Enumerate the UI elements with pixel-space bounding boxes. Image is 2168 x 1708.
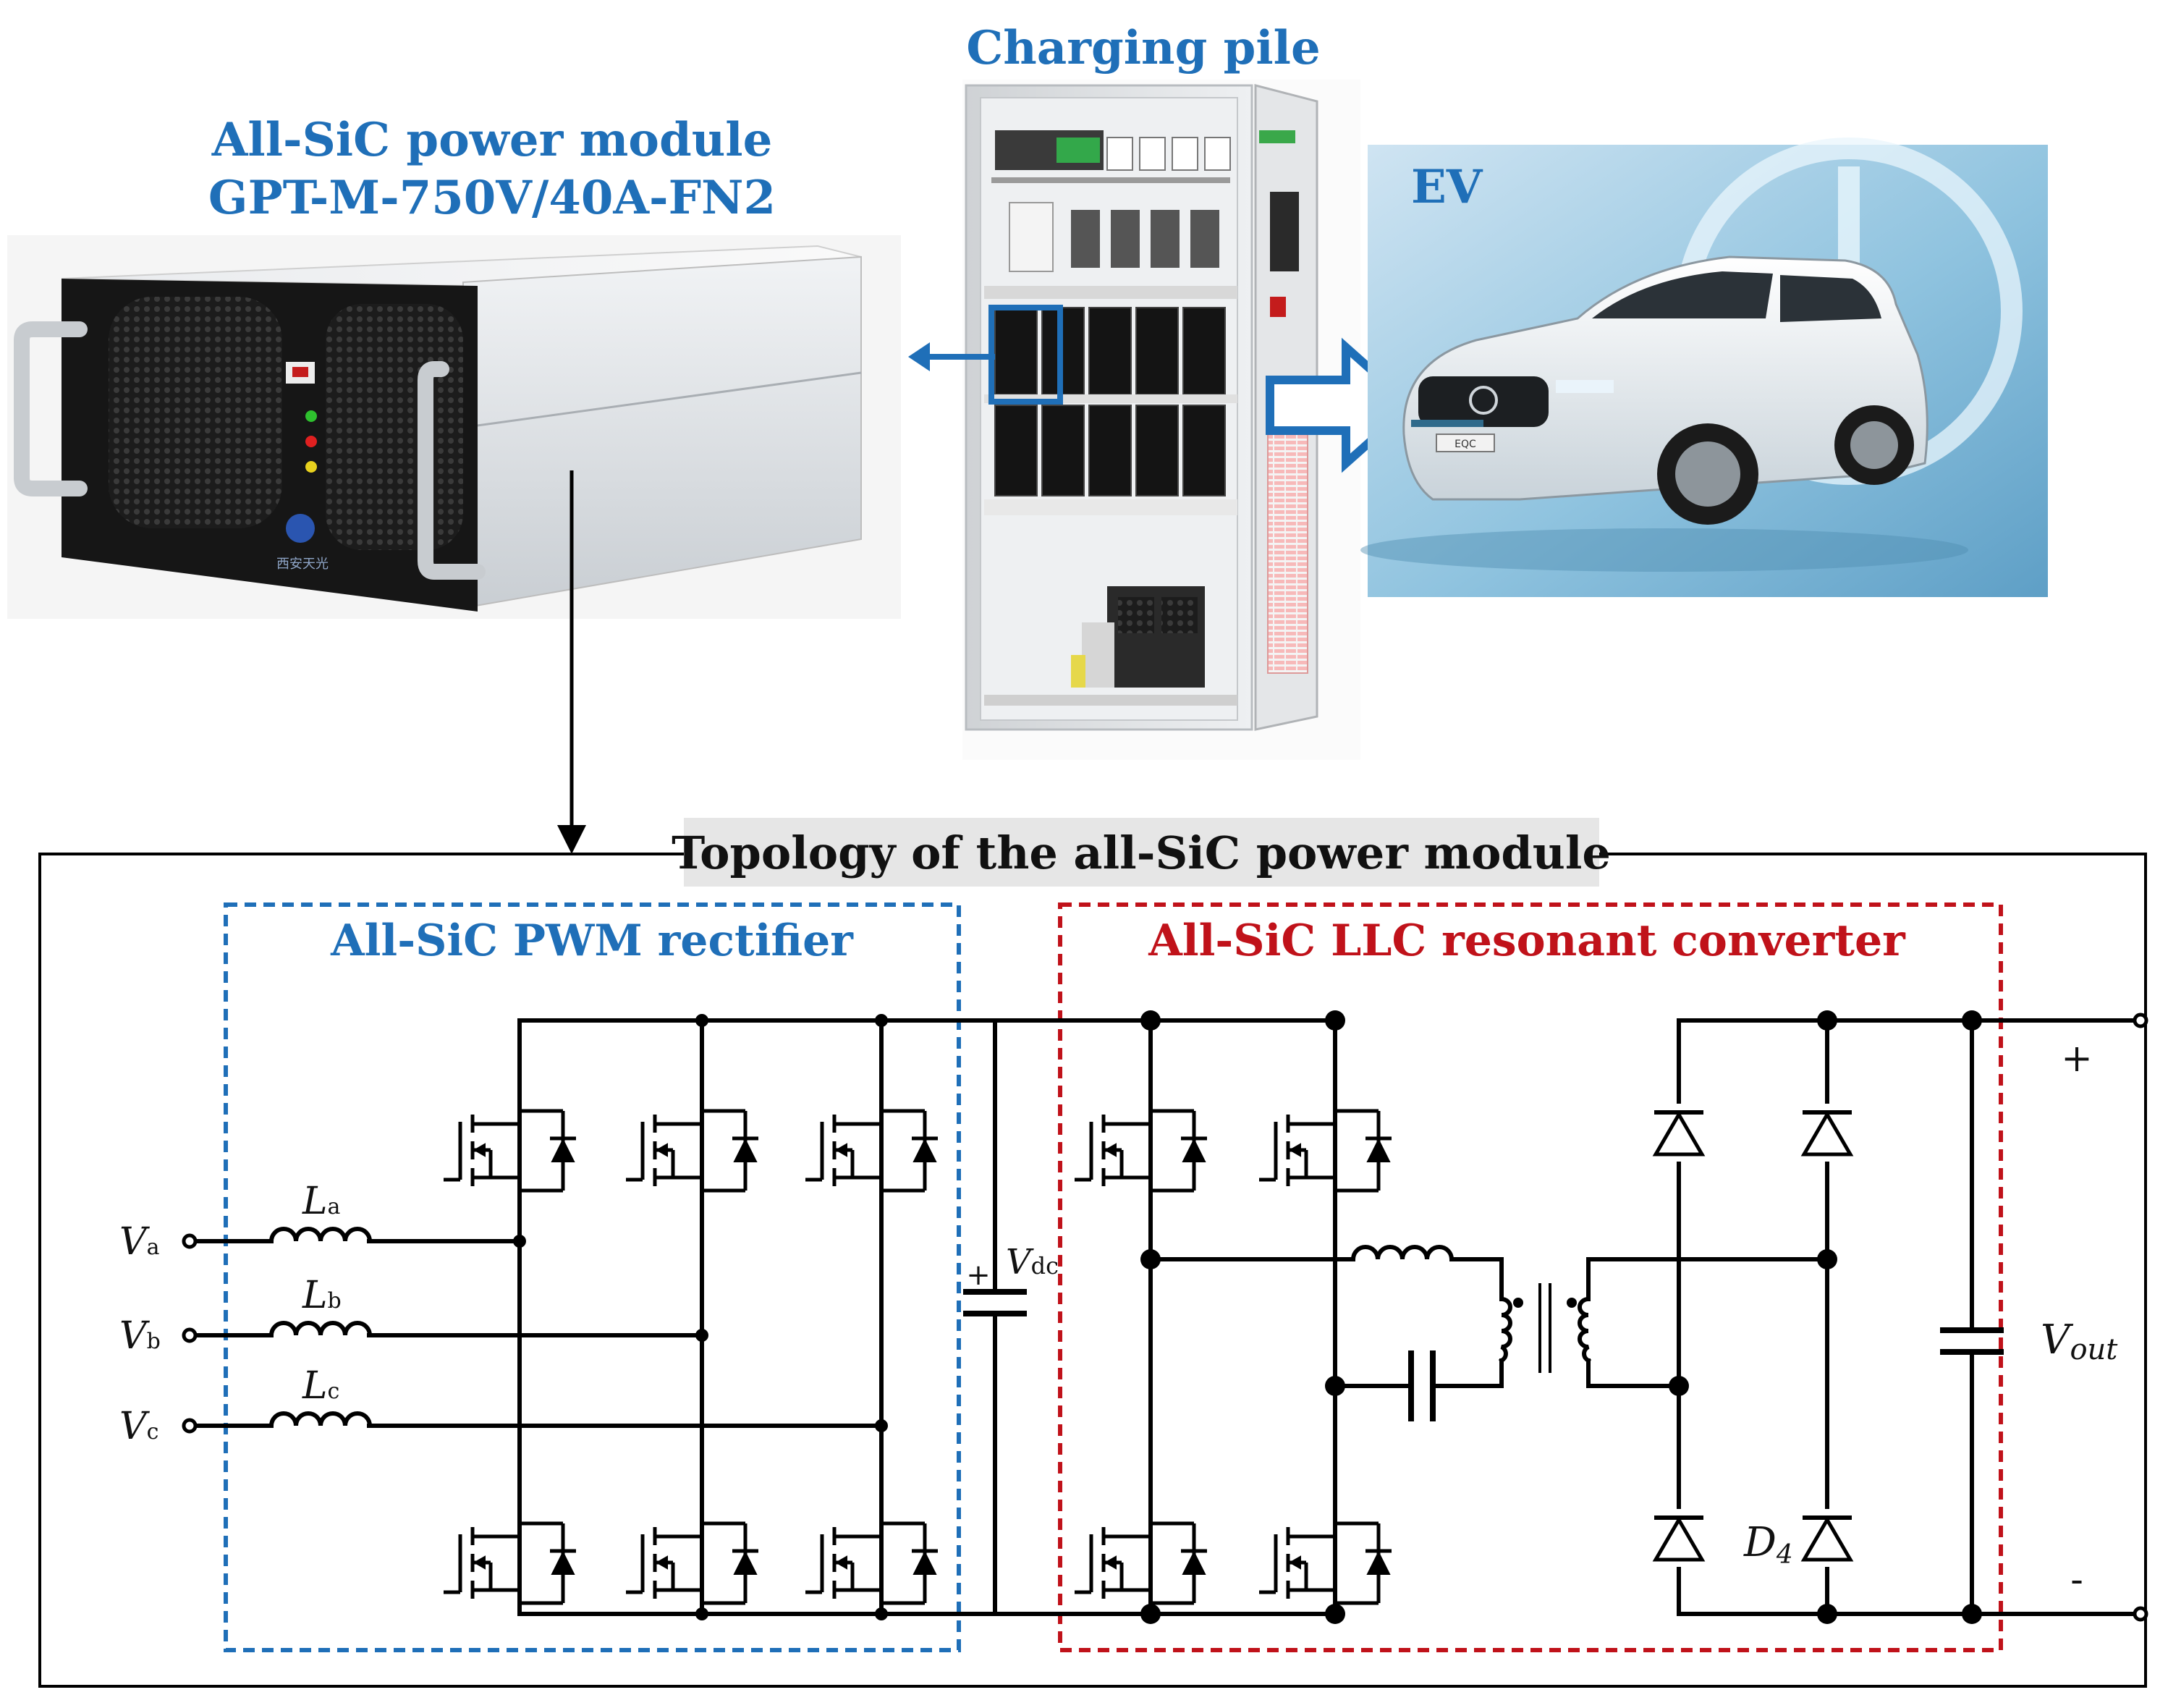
mosfet-rect-upper-3 bbox=[805, 1109, 938, 1193]
output-minus: - bbox=[2070, 1558, 2083, 1602]
fan-grille-right bbox=[326, 304, 463, 550]
ev-label: EV bbox=[1411, 160, 1483, 214]
ev-image: EQC bbox=[1360, 138, 2048, 597]
diode-d3 bbox=[1652, 1509, 1706, 1567]
module-logo-icon bbox=[286, 514, 315, 543]
output-plus: + bbox=[2061, 1037, 2093, 1081]
mosfet-llc-upper-1 bbox=[1075, 1109, 1207, 1193]
diode-d2 bbox=[1800, 1104, 1854, 1162]
rectifier-label: All-SiC PWM rectifier bbox=[330, 916, 854, 966]
module-handle-right bbox=[418, 361, 486, 580]
car-plate-text: EQC bbox=[1454, 439, 1476, 450]
llc-label: All-SiC LLC resonant converter bbox=[1148, 916, 1906, 966]
module-title-line2: GPT-M-750V/40A-FN2 bbox=[208, 171, 776, 225]
mosfet-rect-upper-2 bbox=[626, 1109, 758, 1193]
led-green bbox=[305, 410, 317, 422]
vout-label: Vout bbox=[2041, 1316, 2118, 1366]
inductor-label-2: Lb bbox=[302, 1274, 342, 1317]
fan-grille-left bbox=[109, 297, 282, 528]
llc-group-box bbox=[1058, 902, 2003, 1652]
module-handle-left bbox=[14, 321, 88, 496]
topology-title: Topology of the all-SiC power module bbox=[672, 826, 1611, 879]
mosfet-rect-lower-1 bbox=[444, 1521, 576, 1605]
mosfet-llc-lower-2 bbox=[1259, 1521, 1392, 1605]
inductor-la bbox=[268, 1227, 373, 1244]
module-to-topology-arrowhead bbox=[557, 825, 586, 854]
terminals bbox=[182, 1012, 2148, 1622]
rectifier-group-box bbox=[224, 902, 961, 1652]
vdc-label: Vdc bbox=[1006, 1242, 1059, 1282]
transformer-primary bbox=[1498, 1296, 1512, 1364]
d4-label: D4 bbox=[1743, 1519, 1793, 1570]
resonant-inductor bbox=[1350, 1245, 1454, 1262]
led-red bbox=[305, 436, 317, 447]
power-module-image: 西安天光 bbox=[7, 235, 901, 619]
inductor-lb bbox=[268, 1321, 373, 1338]
input-voltage-label-1: Va bbox=[119, 1220, 160, 1264]
mosfet-llc-lower-1 bbox=[1075, 1521, 1207, 1605]
input-voltage-label-3: Vc bbox=[119, 1405, 158, 1448]
mosfet-rect-lower-3 bbox=[805, 1521, 938, 1605]
pile-to-module-arrowhead bbox=[908, 342, 930, 371]
diode-d1 bbox=[1652, 1104, 1706, 1162]
transformer-secondary bbox=[1578, 1296, 1592, 1364]
inductor-lc bbox=[268, 1411, 373, 1429]
input-voltage-label-2: Vb bbox=[119, 1314, 161, 1358]
inductor-label-3: Lc bbox=[302, 1364, 339, 1408]
topology-title-box bbox=[684, 818, 1599, 887]
inductor-label-1: La bbox=[302, 1180, 341, 1223]
mosfet-rect-upper-1 bbox=[444, 1109, 576, 1193]
mosfet-rect-lower-2 bbox=[626, 1521, 758, 1605]
module-title-line1: All-SiC power module bbox=[211, 113, 773, 167]
led-yellow bbox=[305, 461, 317, 473]
bridge-diode-group bbox=[1652, 1104, 1854, 1567]
mosfet-llc-upper-2 bbox=[1259, 1109, 1392, 1193]
module-logo-text: 西安天光 bbox=[276, 557, 329, 572]
junction-dots bbox=[513, 1010, 1982, 1624]
charging-pile-label: Charging pile bbox=[966, 21, 1320, 75]
diode-d4 bbox=[1800, 1509, 1854, 1567]
mosfet-group bbox=[444, 1109, 1392, 1605]
vdc-plus: + bbox=[966, 1259, 991, 1292]
charging-pile-image bbox=[962, 80, 1360, 760]
